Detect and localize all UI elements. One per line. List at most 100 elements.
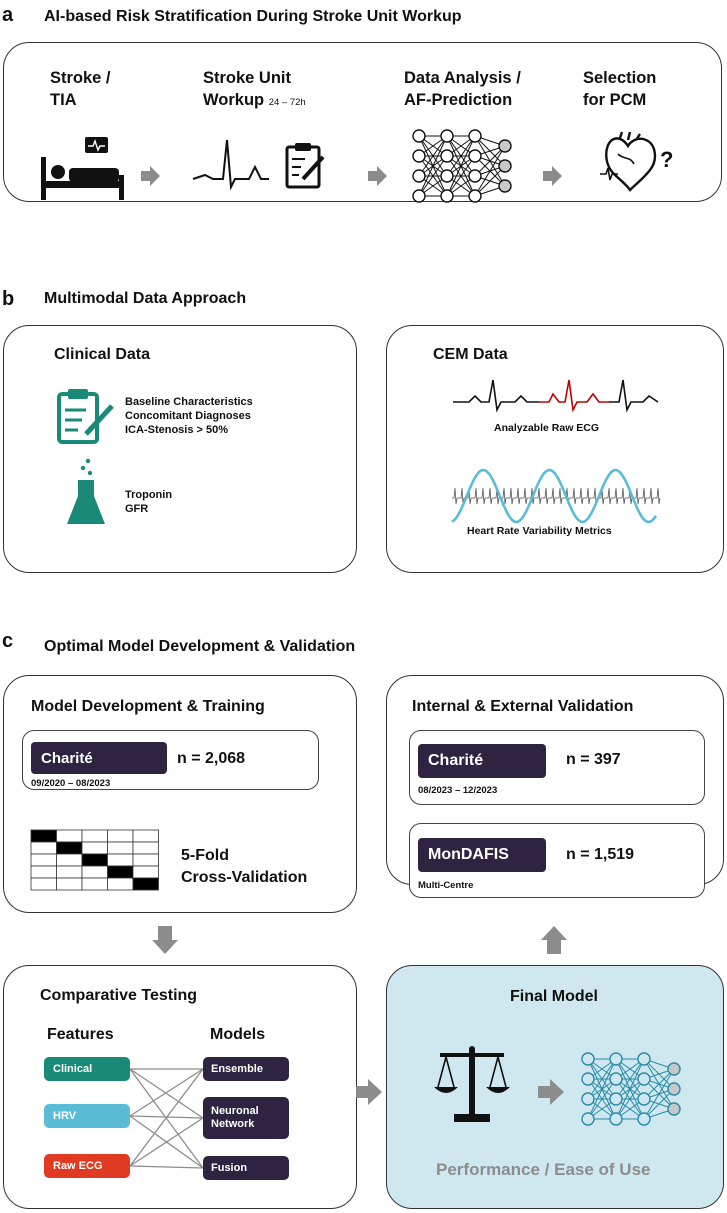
arrow-down: [152, 926, 178, 954]
model-neuronal-network: Neuronal Network: [203, 1097, 289, 1139]
feature-model-link: [129, 1165, 204, 1169]
hrv-caption: Heart Rate Variability Metrics: [467, 525, 612, 537]
arrow-right-1: [141, 166, 160, 186]
question-mark: ?: [660, 147, 673, 172]
nn-node: [412, 149, 426, 163]
scale-balance-icon: [434, 1046, 510, 1122]
nn-node: [498, 179, 512, 193]
final-neural-network-icon: [581, 1052, 681, 1126]
nn-node: [637, 1072, 651, 1086]
panel-a-title: AI-based Risk Stratification During Stro…: [44, 8, 462, 25]
arrow-right-3: [543, 166, 562, 186]
nn-node: [440, 189, 454, 203]
nn-edge: [474, 145, 506, 197]
nn-node: [468, 129, 482, 143]
step-stroke-label: Stroke /TIA: [50, 69, 111, 109]
nn-node: [440, 169, 454, 183]
nn-edge: [615, 1078, 645, 1120]
mondafis-pill: MonDAFIS: [418, 838, 546, 872]
lab-items-list: Troponin GFR: [125, 489, 173, 515]
models-header: Models: [210, 1026, 266, 1043]
hospital-bed-icon: [41, 137, 124, 200]
nn-edge: [418, 135, 448, 197]
model-fusion: Fusion: [203, 1156, 289, 1180]
cv-cell: [132, 877, 159, 891]
heart-question-icon: ?: [600, 131, 673, 192]
cross-validation-grid: [30, 829, 159, 891]
feature-raw-ecg: Raw ECG: [44, 1154, 130, 1178]
nn-edge: [418, 135, 448, 177]
nn-node: [412, 169, 426, 183]
cem-data-box: [386, 325, 724, 573]
nn-edge: [615, 1058, 645, 1120]
nn-node: [581, 1072, 595, 1086]
nn-node: [667, 1062, 681, 1076]
flask-icon: [67, 458, 105, 524]
nn-edge: [446, 155, 476, 197]
features-header: Features: [47, 1026, 114, 1043]
arrow-up: [541, 926, 567, 954]
internal-n: n = 397: [566, 751, 621, 768]
nn-node: [440, 149, 454, 163]
nn-node: [412, 129, 426, 143]
nn-edge: [474, 165, 506, 197]
nn-node: [498, 139, 512, 153]
final-model-subtitle: Performance / Ease of Use: [436, 1160, 651, 1179]
arrow-right-2: [368, 166, 387, 186]
development-period: 09/2020 – 08/2023: [31, 778, 111, 789]
nn-node: [609, 1092, 623, 1106]
final-model-title: Final Model: [510, 988, 598, 1005]
nn-node: [637, 1052, 651, 1066]
nn-node: [609, 1112, 623, 1126]
clinical-items-list: Baseline Characteristics Concomitant Dia…: [125, 396, 253, 436]
arrow-right-4: [356, 1079, 382, 1105]
development-n: n = 2,068: [177, 750, 246, 767]
nn-node: [581, 1112, 595, 1126]
nn-node: [609, 1072, 623, 1086]
development-title: Model Development & Training: [31, 698, 265, 715]
nn-edge: [418, 155, 448, 197]
cross-validation-label: 5-Fold Cross-Validation: [181, 847, 308, 886]
nn-edge: [587, 1078, 617, 1120]
charite-val-pill: Charité: [418, 744, 546, 778]
feature-hrv: HRV: [44, 1104, 130, 1128]
panel-letter-a: a: [2, 4, 14, 26]
hrv-ecg-trace: [452, 487, 661, 505]
nn-edge: [643, 1068, 675, 1100]
nn-edge: [643, 1068, 675, 1120]
nn-edge: [474, 145, 506, 177]
nn-edge: [587, 1058, 617, 1100]
nn-node: [667, 1082, 681, 1096]
nn-edge: [643, 1088, 675, 1120]
charite-dev-pill: Charité: [31, 742, 167, 774]
clinical-data-title: Clinical Data: [54, 346, 151, 363]
nn-node: [468, 189, 482, 203]
internal-period: 08/2023 – 12/2023: [418, 785, 498, 796]
hrv-sine-wave: [451, 468, 658, 524]
ecg-clipboard-icon: [192, 139, 325, 191]
raw-ecg-trace: [453, 379, 659, 413]
nn-edge: [446, 135, 476, 197]
feature-model-link: [129, 1068, 204, 1117]
nn-node: [637, 1112, 651, 1126]
clinical-data-box: [3, 325, 357, 573]
nn-node: [667, 1102, 681, 1116]
validation-title: Internal & External Validation: [412, 698, 634, 715]
external-note: Multi-Centre: [418, 880, 474, 891]
model-ensemble: Ensemble: [203, 1057, 289, 1081]
external-n: n = 1,519: [566, 846, 635, 863]
panel-b-title: Multimodal Data Approach: [44, 290, 247, 307]
panel-letter-b: b: [2, 288, 15, 310]
nn-node: [581, 1052, 595, 1066]
cem-data-title: CEM Data: [433, 346, 508, 363]
nn-edge: [587, 1058, 617, 1120]
nn-node: [468, 149, 482, 163]
arrow-right-5: [538, 1079, 564, 1105]
hrv-wave-icon: [451, 468, 661, 524]
nn-node: [637, 1092, 651, 1106]
nn-node: [581, 1092, 595, 1106]
comparative-testing-title: Comparative Testing: [40, 987, 198, 1004]
feature-model-link: [129, 1068, 204, 1119]
